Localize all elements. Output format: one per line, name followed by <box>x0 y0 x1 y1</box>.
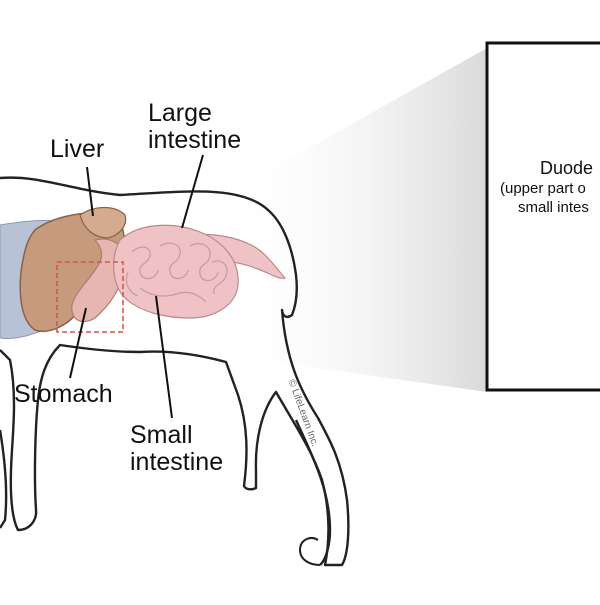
small-intestine-label-line-2: intestine <box>130 448 224 476</box>
duodenum-highlight-box <box>56 261 124 333</box>
front-leg-outline <box>0 429 8 529</box>
dog-body-outline <box>0 176 350 567</box>
large-intestine-label: Large intestine <box>148 100 241 154</box>
inset-subtitle-line-2: small intes <box>518 199 589 216</box>
stomach-leader-line <box>69 307 87 379</box>
inset-subtitle-line-1: (upper part o <box>500 180 586 197</box>
liver-lobe <box>79 206 127 239</box>
stomach-label: Stomach <box>14 380 113 408</box>
liver-label: Liver <box>50 135 105 163</box>
small-intestine-leader-line <box>155 295 173 419</box>
inset-title: Duode <box>540 158 594 178</box>
intestine-coils <box>125 242 228 303</box>
rear-leg-outline <box>294 419 332 566</box>
inset-frame <box>485 41 600 392</box>
small-intestine-label: Small intestine <box>130 422 223 476</box>
large-intestine-label-line-2: intestine <box>148 126 242 154</box>
inset-text: Duode (upper part o small intes <box>486 157 600 217</box>
large-intestine-leader-line <box>181 154 204 229</box>
small-intestine-label-line-1: Small <box>130 421 193 449</box>
zoom-beam <box>225 48 487 392</box>
rear-paw-outline <box>298 537 321 566</box>
liver-leader-line <box>86 166 94 217</box>
large-intestine-label-line-1: Large <box>148 99 212 127</box>
